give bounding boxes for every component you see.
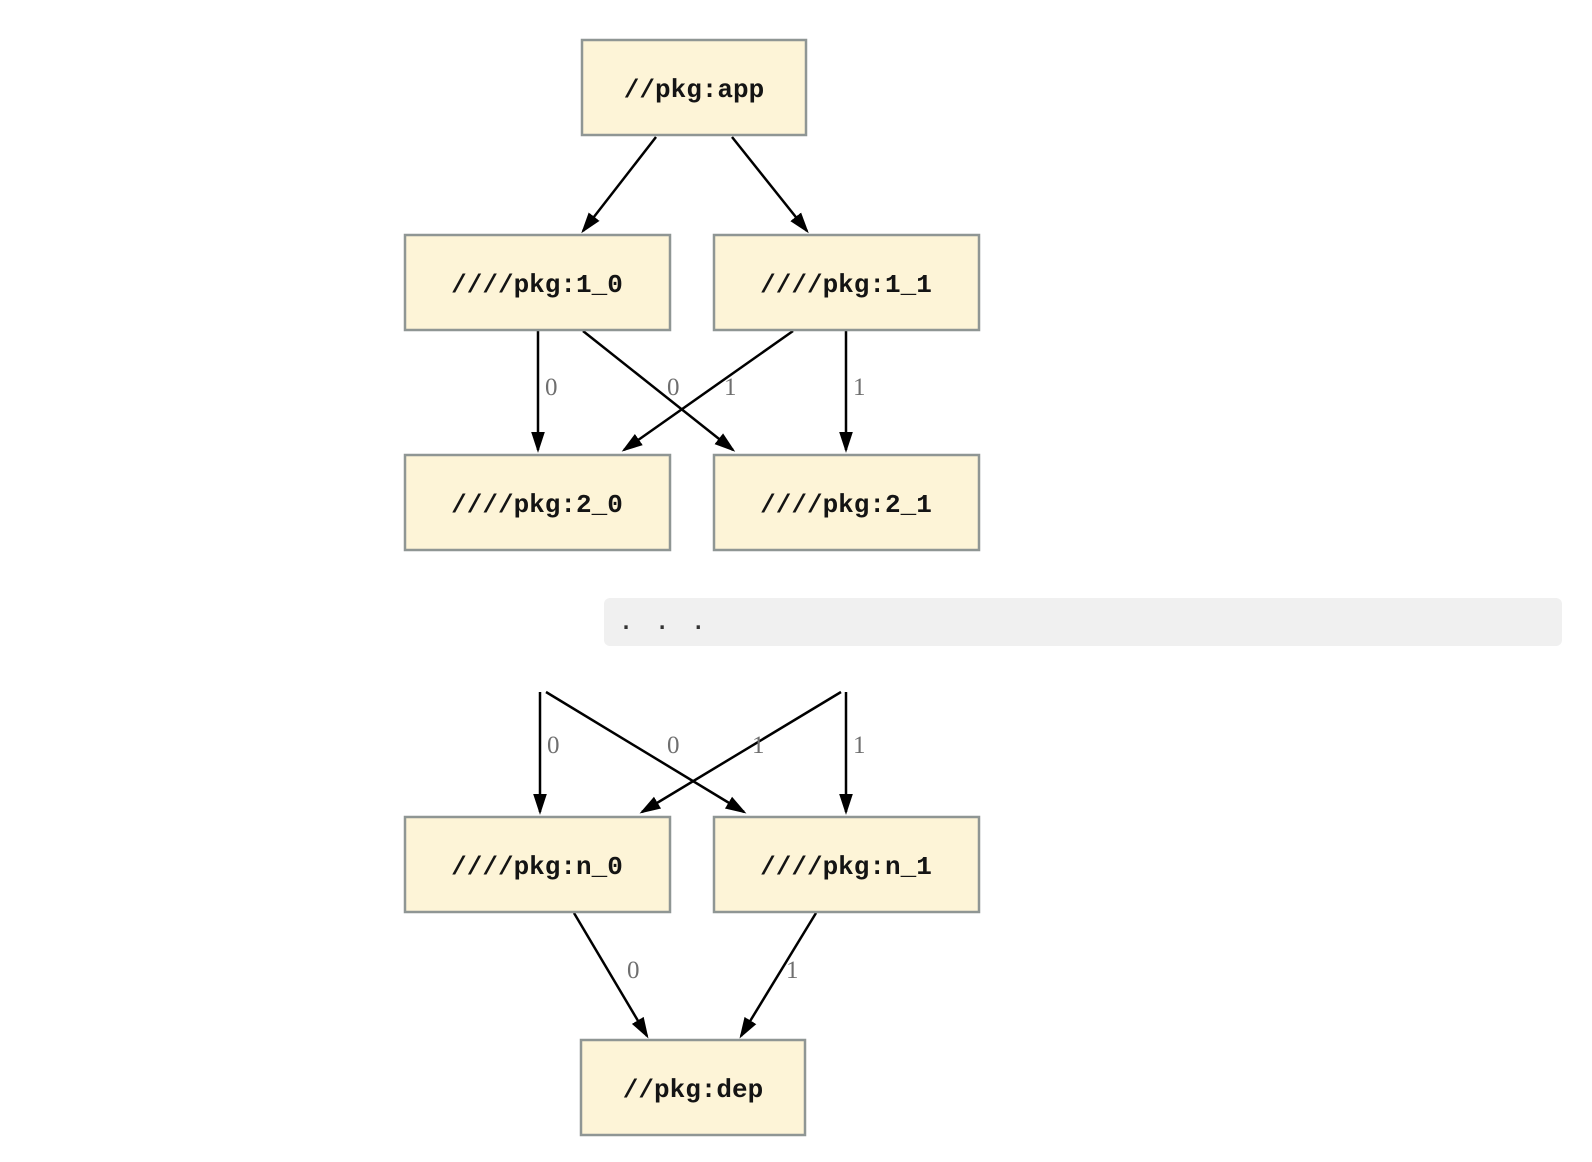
edge-pkg1-0-to-pkg2-1	[582, 330, 736, 452]
edge-prev1-to-pkgn-0	[639, 690, 842, 814]
node-pkgn-0-label: ////pkg:n_0	[451, 852, 623, 882]
node-pkg2-1-label: ////pkg:2_1	[760, 490, 932, 520]
edge-label-prev0-to-n-1: 1	[752, 732, 765, 759]
node-pkg1-1: ////pkg:1_1	[712, 233, 981, 332]
node-pkgn-1: ////pkg:n_1	[712, 815, 981, 914]
edge-label-prev1-to-n-0: 0	[667, 732, 680, 759]
node-dep-label: //pkg:dep	[623, 1075, 763, 1105]
node-pkg1-0: ////pkg:1_0	[403, 233, 672, 332]
node-pkgn-1-label: ////pkg:n_1	[760, 852, 932, 882]
node-app: //pkg:app	[580, 38, 808, 137]
edge-prev0-to-pkgn-1	[545, 690, 747, 814]
node-pkgn-0: ////pkg:n_0	[403, 815, 672, 914]
edge-labels: 0 0 1 1 0 0 1 1 0 1	[545, 374, 866, 984]
node-pkg1-0-label: ////pkg:1_0	[451, 270, 623, 300]
edge-pkgn-1-to-dep	[739, 912, 818, 1039]
edge-app-to-pkg1-1	[731, 136, 809, 234]
edge-label-prev1-to-n-1: 1	[853, 732, 866, 759]
edge-label-prev0-to-n-0: 0	[547, 732, 560, 759]
edge-pkgn-0-to-dep	[572, 912, 649, 1039]
node-pkg2-0: ////pkg:2_0	[403, 453, 672, 552]
edge-label-n-0-to-dep: 0	[627, 957, 640, 984]
edge-label-1-0-to-2-0: 0	[545, 374, 558, 401]
node-dep: //pkg:dep	[579, 1038, 807, 1137]
ellipsis-code-bar: . . .	[604, 598, 1562, 646]
edge-pkg1-1-to-pkg2-0	[621, 329, 794, 452]
edge-label-1-1-to-2-1: 1	[853, 374, 866, 401]
node-pkg1-1-label: ////pkg:1_1	[760, 270, 932, 300]
ellipsis-text: . . .	[620, 610, 705, 634]
node-pkg2-0-label: ////pkg:2_0	[451, 490, 623, 520]
node-pkg2-1: ////pkg:2_1	[712, 453, 981, 552]
edge-label-1-1-to-2-0: 0	[667, 374, 680, 401]
node-app-label: //pkg:app	[624, 75, 764, 105]
edge-label-1-0-to-2-1: 1	[724, 374, 737, 401]
edge-label-n-1-to-dep: 1	[786, 957, 799, 984]
edges	[531, 136, 853, 1039]
edge-app-to-pkg1-0	[581, 136, 657, 234]
